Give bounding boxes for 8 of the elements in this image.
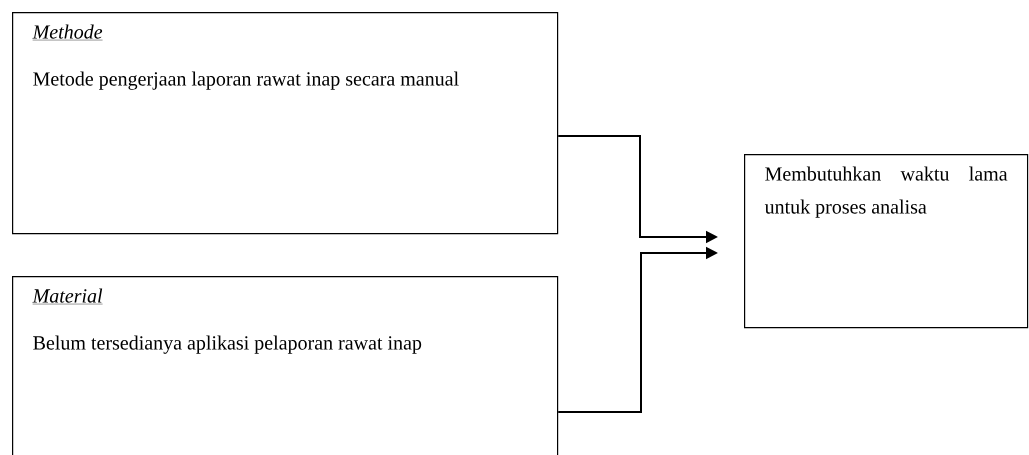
text-box [12, 276, 559, 455]
body-text: Belum tersedianya aplikasi pelaporan rawat inap [33, 335, 422, 354]
text-box [744, 154, 1029, 329]
body-text: Membutuhkan waktu lama untuk proses analisa [764, 166, 1008, 218]
text-box [12, 12, 559, 235]
body-text: Metode pengerjaan laporan rawat inap secara manual [33, 71, 459, 90]
heading: Methode [32, 24, 103, 41]
heading: Material [32, 288, 103, 305]
